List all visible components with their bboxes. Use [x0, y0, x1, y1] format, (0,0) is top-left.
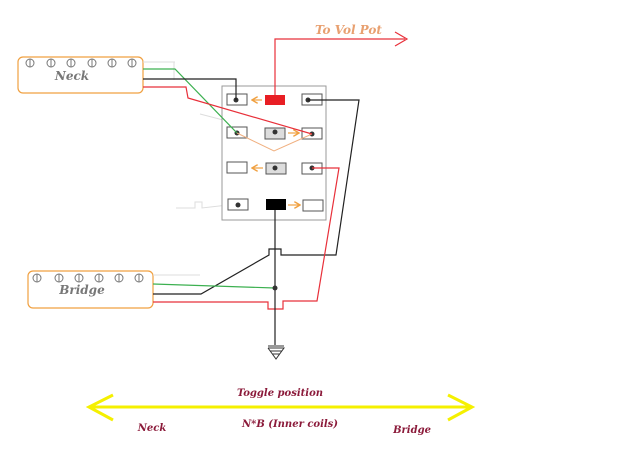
toggle-pos-bridge: Bridge — [392, 425, 431, 436]
switch-arrows — [252, 100, 300, 205]
wires — [143, 31, 409, 345]
bridge-pickup: Bridge — [27, 270, 154, 309]
neck-pickup-label: Neck — [54, 69, 89, 83]
jumper-wire — [236, 132, 313, 152]
neck-pickup: Neck — [17, 56, 144, 94]
vol-pot-label: To Vol Pot — [315, 23, 382, 37]
switch-body — [221, 85, 327, 221]
toggle-title: Toggle position — [237, 388, 323, 399]
toggle-pos-neck: Neck — [137, 423, 167, 434]
hot-common-lug — [265, 95, 285, 105]
junction-dot — [272, 285, 278, 291]
toggle-pos-middle: N*B (Inner coils) — [241, 419, 338, 430]
pole-screws — [32, 273, 144, 283]
ground-icon — [267, 345, 285, 360]
pole-screws — [25, 58, 137, 68]
toggle-position-arrow — [85, 393, 476, 422]
bridge-pickup-label: Bridge — [58, 283, 105, 297]
ground-common-lug — [266, 199, 286, 210]
